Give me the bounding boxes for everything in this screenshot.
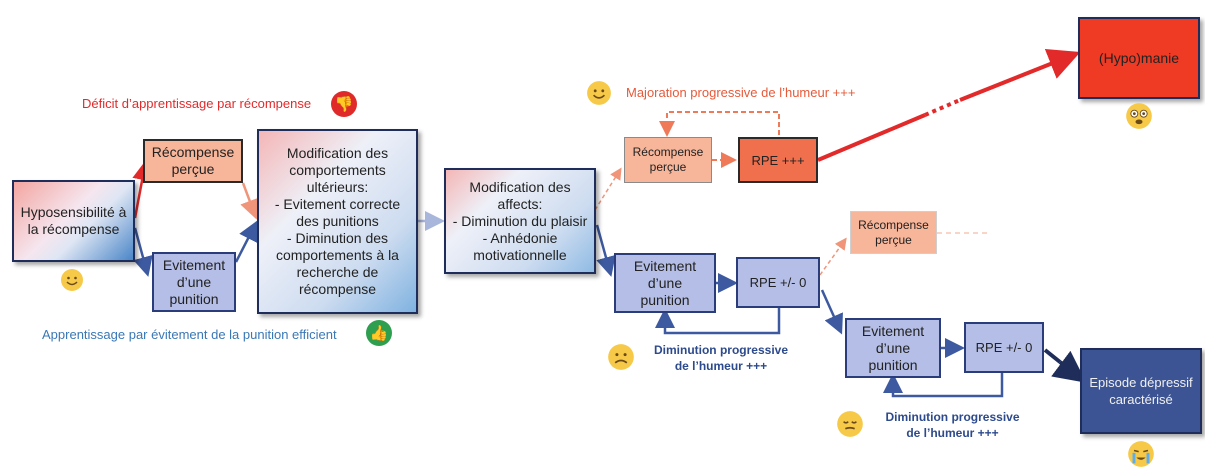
thumbs-up-icon: 👍 xyxy=(366,320,392,346)
hypomanie-box: (Hypo)manie xyxy=(1078,17,1200,99)
apprentissage-label: Apprentissage par évitement de la puniti… xyxy=(42,327,337,342)
rpe-plus-box: RPE +++ xyxy=(738,137,818,183)
arrow-affects-to-recompense2 xyxy=(594,167,622,211)
arrow-rpe-to-hypomanie-solid xyxy=(817,113,926,162)
hyposensibilite-box: Hyposensibilité à la récompense xyxy=(12,180,135,262)
modification-comportements-box: Modification des comportements ultérieur… xyxy=(257,129,418,314)
arrow-hypo-to-evitement xyxy=(133,227,153,277)
diminution-label-1: Diminution progressive de l’humeur +++ xyxy=(653,343,789,373)
evitement-punition-box-1: Evitement d’une punition xyxy=(152,252,236,312)
evitement-punition-box-3: Evitement d’une punition xyxy=(845,318,941,378)
arrow-affects-to-evitement2 xyxy=(595,224,616,277)
arrow-to-episode-solid xyxy=(1043,348,1062,364)
deficit-label: Déficit d’apprentissage par récompense xyxy=(82,96,312,111)
arrow-to-episode-head xyxy=(1051,350,1087,383)
arrow-rpe-to-hypomanie-dashed xyxy=(924,98,961,117)
arrow-rpe-to-hypomanie-head xyxy=(959,49,1081,102)
frowning-face-icon xyxy=(608,344,634,370)
arrow-to-episode-dashed xyxy=(1058,360,1074,374)
thumbs-down-icon: 👎 xyxy=(331,91,357,117)
episode-depressif-box: Episode dépressif caractérisé xyxy=(1080,348,1202,434)
recompense-percue-box-3: Récompense perçue xyxy=(850,211,937,254)
evitement-punition-box-2: Evitement d’une punition xyxy=(614,253,716,313)
arrow-rpe0-loop xyxy=(655,308,781,335)
arrow-rpe02-loop xyxy=(883,373,1004,398)
dizzy-face-icon xyxy=(1126,103,1152,129)
arrow-rpe0-to-recompense3 xyxy=(819,237,847,276)
rpe-zero-box-2: RPE +/- 0 xyxy=(964,322,1044,373)
arrow-evitement-to-modif xyxy=(234,220,258,263)
arrow-rpe-loop-top xyxy=(659,111,780,137)
rpe-zero-box-1: RPE +/- 0 xyxy=(736,257,820,308)
pensive-face-icon xyxy=(837,411,863,437)
arrow-rpe0-to-evitement3 xyxy=(820,289,843,335)
arrow-recompense-to-modif xyxy=(240,182,260,220)
recompense-percue-box-2: Récompense perçue xyxy=(624,137,712,183)
recompense-percue-box-1: Récompense perçue xyxy=(143,139,243,183)
smiling-face-icon-2 xyxy=(587,81,611,105)
diminution-label-2: Diminution progressive de l’humeur +++ xyxy=(885,410,1020,440)
majoration-label: Majoration progressive de l’humeur +++ xyxy=(626,85,856,100)
modification-affects-box: Modification des affects: - Diminution d… xyxy=(444,168,596,274)
crying-face-icon xyxy=(1128,441,1154,467)
smiling-face-icon xyxy=(61,269,83,291)
